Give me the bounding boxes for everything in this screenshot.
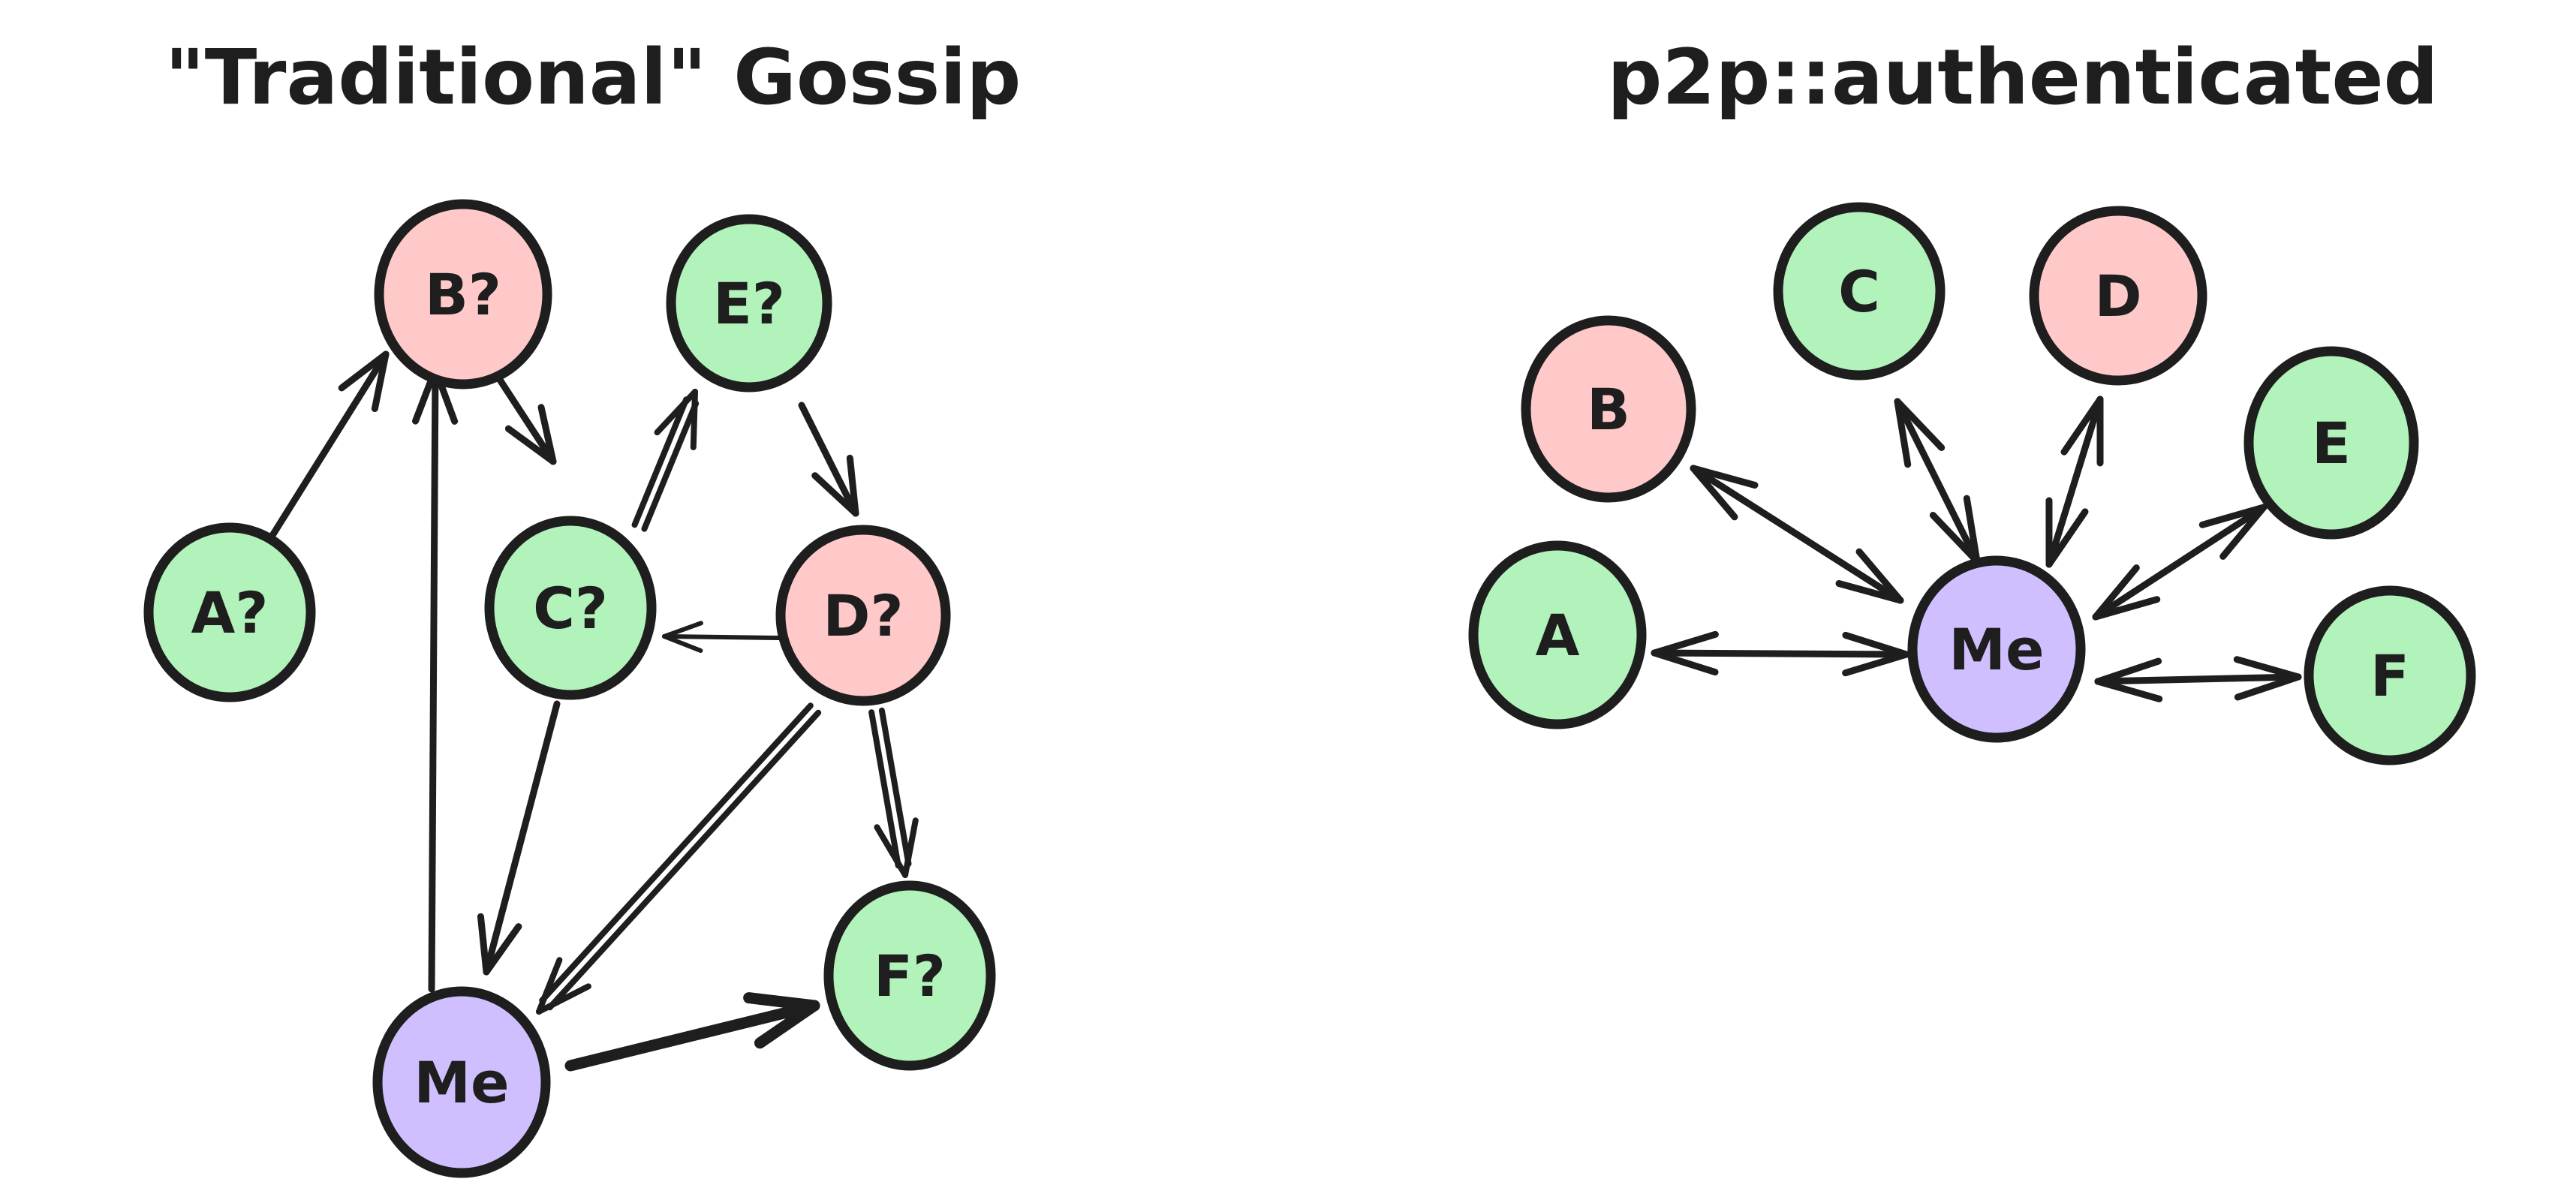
node-shape-p2p-authenticated-Me bbox=[1907, 555, 2086, 743]
node-shape-traditional-gossip-Me bbox=[372, 986, 551, 1178]
edge-traditional-gossip-D-to-F bbox=[868, 707, 919, 878]
edge-traditional-gossip-C-to-Me bbox=[477, 700, 561, 976]
node-label-p2p-authenticated-E: E bbox=[2312, 410, 2351, 477]
node-shape-traditional-gossip-A bbox=[143, 522, 316, 702]
node-shape-traditional-gossip-F bbox=[823, 880, 996, 1071]
node-traditional-gossip-Me: Me bbox=[372, 986, 551, 1178]
diagram-title-p2p-authenticated: p2p::authenticated bbox=[1607, 33, 2438, 122]
node-traditional-gossip-D: D? bbox=[775, 525, 951, 706]
edge-p2p-authenticated-Me-to-B bbox=[1690, 465, 1904, 604]
node-shape-p2p-authenticated-D bbox=[2029, 206, 2207, 386]
edge-p2p-authenticated-Me-to-E bbox=[2092, 504, 2268, 621]
node-label-p2p-authenticated-B: B bbox=[1587, 376, 1630, 443]
node-shape-traditional-gossip-B bbox=[374, 199, 552, 389]
node-shape-traditional-gossip-C bbox=[484, 516, 657, 700]
node-shape-traditional-gossip-E bbox=[666, 214, 832, 392]
node-p2p-authenticated-F: F bbox=[2304, 585, 2476, 765]
node-p2p-authenticated-Me: Me bbox=[1907, 555, 2086, 743]
diagram-title-traditional-gossip: "Traditional" Gossip bbox=[165, 33, 1022, 122]
node-shape-traditional-gossip-D bbox=[775, 525, 951, 706]
node-traditional-gossip-C: C? bbox=[484, 516, 657, 700]
node-shape-p2p-authenticated-C bbox=[1773, 202, 1946, 380]
edge-p2p-authenticated-Me-to-C bbox=[1894, 398, 1981, 565]
edge-traditional-gossip-Me-to-F bbox=[564, 992, 820, 1072]
node-label-p2p-authenticated-F: F bbox=[2370, 642, 2409, 709]
node-shape-p2p-authenticated-A bbox=[1468, 540, 1647, 729]
node-label-traditional-gossip-Me: Me bbox=[414, 1049, 509, 1116]
node-p2p-authenticated-E: E bbox=[2243, 346, 2419, 540]
node-label-p2p-authenticated-D: D bbox=[2094, 263, 2141, 329]
node-shape-p2p-authenticated-B bbox=[1521, 315, 1696, 503]
node-label-traditional-gossip-F: F? bbox=[874, 943, 946, 1009]
node-traditional-gossip-F: F? bbox=[823, 880, 996, 1071]
node-traditional-gossip-B: B? bbox=[374, 199, 552, 389]
node-p2p-authenticated-D: D bbox=[2029, 206, 2207, 386]
edge-traditional-gossip-D-to-C bbox=[662, 621, 781, 653]
node-label-traditional-gossip-D: D? bbox=[823, 582, 903, 649]
edge-traditional-gossip-Me-to-B bbox=[412, 365, 459, 993]
edge-traditional-gossip-A-to-B bbox=[268, 350, 390, 540]
node-p2p-authenticated-A: A bbox=[1468, 540, 1647, 729]
node-label-traditional-gossip-C: C? bbox=[533, 575, 608, 642]
node-label-p2p-authenticated-Me: Me bbox=[1949, 616, 2044, 683]
edge-p2p-authenticated-Me-to-A bbox=[1651, 630, 1910, 677]
node-label-traditional-gossip-B: B? bbox=[425, 261, 501, 328]
node-shape-p2p-authenticated-E bbox=[2243, 346, 2419, 540]
edge-traditional-gossip-B-to-C bbox=[493, 371, 557, 465]
node-traditional-gossip-E: E? bbox=[666, 214, 832, 392]
node-label-p2p-authenticated-C: C bbox=[1838, 258, 1880, 325]
node-p2p-authenticated-B: B bbox=[1521, 315, 1696, 503]
node-label-traditional-gossip-A: A? bbox=[191, 579, 269, 646]
node-traditional-gossip-A: A? bbox=[143, 522, 316, 702]
edge-traditional-gossip-D-to-Me bbox=[536, 702, 822, 1015]
node-label-p2p-authenticated-A: A bbox=[1536, 602, 1580, 669]
edge-traditional-gossip-C-to-E bbox=[631, 389, 700, 532]
node-shape-p2p-authenticated-F bbox=[2304, 585, 2476, 765]
edge-p2p-authenticated-Me-to-D bbox=[2045, 395, 2104, 568]
edge-p2p-authenticated-Me-to-F bbox=[2094, 656, 2302, 702]
node-p2p-authenticated-C: C bbox=[1773, 202, 1946, 380]
node-label-traditional-gossip-E: E? bbox=[713, 270, 785, 337]
edge-traditional-gossip-E-to-D bbox=[798, 402, 859, 517]
